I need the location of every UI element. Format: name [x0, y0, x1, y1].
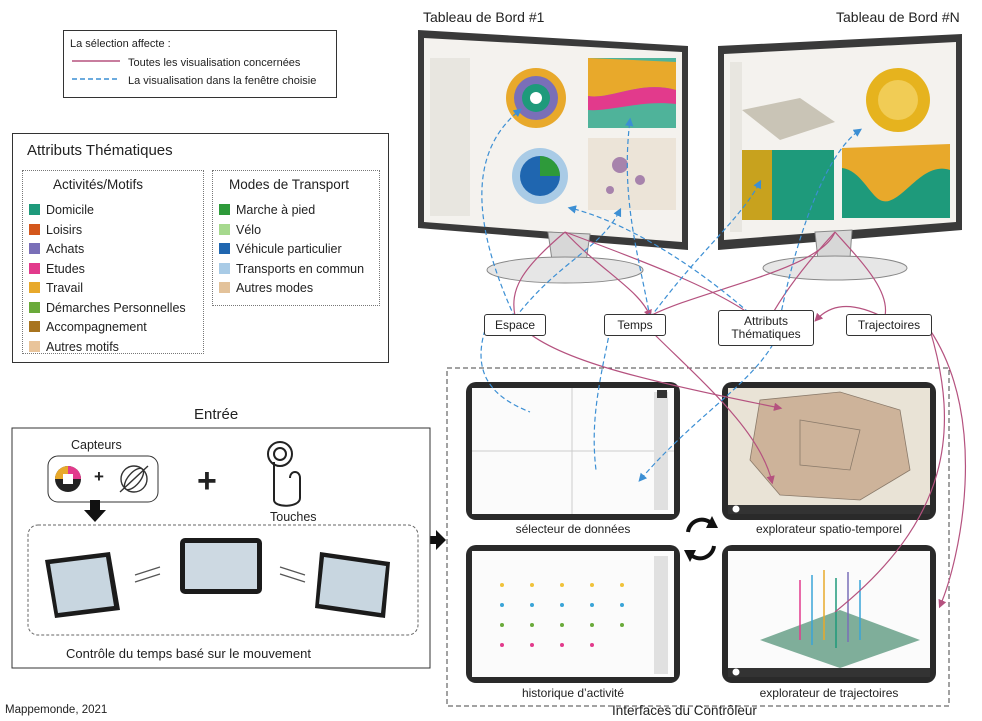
activity-swatch [29, 301, 40, 313]
activity-item: Domicile [29, 203, 186, 223]
activity-swatch [29, 262, 40, 274]
panel-st-explorer-screen [722, 382, 936, 520]
label-st-explorer: explorateur spatio-temporel [755, 522, 903, 536]
activity-swatch [29, 340, 40, 352]
compass-icon [119, 465, 149, 493]
dashboard-1-title: Tableau de Bord #1 [423, 9, 545, 25]
tablet-left [45, 552, 120, 618]
transport-mode-swatch [219, 282, 230, 293]
footer-source: Mappemonde, 2021 [5, 704, 108, 716]
node-trajectories-label: Trajectoires [857, 317, 921, 332]
swap-arrows [134, 566, 306, 583]
monitor-n [718, 34, 962, 281]
activity-item: Démarches Personnelles [29, 301, 186, 321]
transport-mode-swatch [219, 262, 230, 274]
node-thematic-line1: Attributs [743, 314, 788, 328]
legend-dashed-line [72, 78, 120, 80]
activity-label: Travail [46, 281, 84, 295]
panel-data-selector-screen [466, 382, 680, 520]
node-time-label: Temps [617, 317, 653, 332]
transport-mode-item: Marche à pied [219, 203, 364, 223]
plus-sensor: + [94, 467, 104, 486]
transport-mode-label: Transports en commun [236, 261, 365, 276]
node-thematic[interactable]: Attributs Thématiques [718, 310, 814, 346]
selection-legend-title: La sélection affecte : [70, 38, 171, 50]
transport-mode-label: Marche à pied [236, 203, 316, 217]
activity-label: Accompagnement [46, 320, 147, 334]
transport-mode-label: Véhicule particulier [236, 242, 342, 256]
activity-label: Achats [46, 242, 85, 256]
selection-legend: La sélection affecte : Toutes les visual… [63, 30, 337, 98]
transport-mode-swatch [219, 223, 230, 235]
modes-title: Modes de Transport [229, 177, 350, 192]
tablet-center [180, 538, 262, 594]
node-trajectories[interactable]: Trajectoires [846, 314, 932, 336]
activity-swatch [29, 321, 40, 332]
sensors-down-arrow [84, 500, 106, 522]
sensors-box [47, 455, 159, 503]
activity-swatch [29, 223, 40, 235]
control-caption: Contrôle du temps basé sur le mouvement [66, 646, 311, 661]
activity-swatch [29, 282, 40, 293]
node-space-label: Espace [494, 317, 536, 332]
activity-item: Loisirs [29, 223, 186, 243]
panel-traj-explorer-screen [722, 545, 936, 683]
touch-icon [267, 441, 301, 507]
transport-mode-label: Vélo [236, 222, 262, 237]
activity-label: Etudes [46, 261, 85, 276]
activities-title: Activités/Motifs [53, 177, 144, 192]
legend-item-all: Toutes les visualisation concernées [128, 57, 301, 69]
transport-mode-item: Vélo [219, 223, 364, 243]
input-title: Entrée [194, 406, 239, 423]
tablet-right [315, 552, 390, 618]
label-data-selector: sélecteur de données [515, 522, 631, 536]
activity-label: Autres motifs [46, 339, 119, 354]
node-thematic-line2: Thématiques [731, 327, 801, 341]
control-group [27, 524, 419, 636]
transport-mode-swatch [219, 243, 230, 254]
transport-mode-label: Autres modes [236, 281, 314, 295]
sensors-label: Capteurs [71, 438, 122, 452]
activity-item: Achats [29, 242, 186, 262]
activity-item: Autres motifs [29, 340, 186, 360]
activity-item: Travail [29, 281, 186, 301]
panel-activity-history-screen [466, 545, 680, 683]
legend-item-window: La visualisation dans la fenêtre choisie [128, 75, 317, 87]
activity-swatch [29, 204, 40, 215]
label-traj-explorer: explorateur de trajectoires [759, 686, 899, 700]
transport-mode-item: Véhicule particulier [219, 242, 364, 262]
gyroscope-icon [55, 466, 81, 492]
label-activity-history: historique d’activité [521, 686, 625, 700]
transport-mode-item: Autres modes [219, 281, 364, 301]
activity-item: Etudes [29, 262, 186, 282]
activity-label: Démarches Personnelles [46, 300, 186, 315]
plus-touch: + [197, 462, 217, 500]
input-to-controller-arrow [424, 530, 446, 550]
links-all [513, 231, 967, 613]
activity-item: Accompagnement [29, 320, 186, 340]
activity-swatch [29, 243, 40, 254]
controller-title: Interfaces du Contrôleur [612, 703, 757, 718]
monitor-1 [418, 30, 688, 284]
transport-mode-item: Transports en commun [219, 262, 364, 282]
thematic-attributes-box: Attributs Thématiques Activités/Motifs D… [12, 133, 389, 363]
node-time[interactable]: Temps [604, 314, 666, 336]
legend-solid-line [72, 60, 120, 62]
touch-label: Touches [270, 510, 317, 524]
thematic-attributes-title: Attributs Thématiques [27, 142, 173, 159]
node-space[interactable]: Espace [484, 314, 546, 336]
transport-mode-swatch [219, 204, 230, 215]
activity-label: Loisirs [46, 222, 83, 237]
controller-frame [446, 367, 950, 707]
dashboard-n-title: Tableau de Bord #N [836, 9, 960, 25]
links-window [480, 108, 862, 482]
activity-label: Domicile [46, 203, 94, 217]
